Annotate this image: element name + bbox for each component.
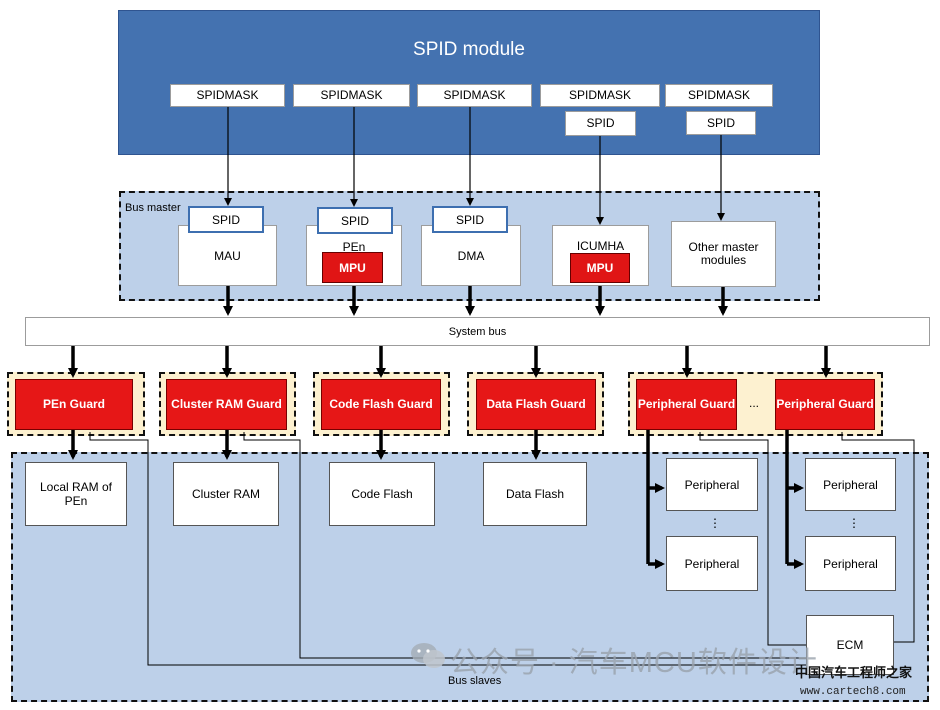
- slave-peripheral-1b: Peripheral: [666, 536, 758, 591]
- spidmask-3: SPIDMASK: [417, 84, 532, 107]
- master-other-label: Other master modules: [688, 240, 759, 267]
- bus-slaves-caption: Bus slaves: [448, 675, 502, 687]
- spidmask-2: SPIDMASK: [293, 84, 410, 107]
- guard-pen: PEn Guard: [15, 379, 133, 430]
- mpu-icumha: MPU: [570, 253, 630, 283]
- mpu-pen: MPU: [322, 252, 383, 283]
- peripheral-vdots-1: ⋮: [709, 516, 721, 530]
- spidmask-5: SPIDMASK: [665, 84, 773, 107]
- system-bus: System bus: [25, 317, 930, 346]
- guard-peripheral-1: Peripheral Guard: [636, 379, 737, 430]
- guard-peripheral-2: Peripheral Guard: [775, 379, 875, 430]
- spid-value-5: SPID: [686, 111, 756, 135]
- slave-peripheral-2b: Peripheral: [805, 536, 896, 591]
- master-pen-label: PEn: [342, 240, 366, 254]
- spid-module-title: SPID module: [413, 39, 525, 60]
- master-mau-label: MAU: [214, 249, 241, 263]
- guard-ellipsis: ...: [749, 396, 760, 410]
- master-dma-label: DMA: [457, 249, 485, 263]
- peripheral-vdots-2: ⋮: [848, 516, 860, 530]
- slave-code-flash: Code Flash: [329, 462, 435, 526]
- wechat-logo-icon: [410, 641, 446, 671]
- slave-peripheral-2a: Peripheral: [805, 458, 896, 511]
- spidmask-4: SPIDMASK: [540, 84, 660, 107]
- spid-value-4: SPID: [565, 111, 636, 136]
- slave-cluster-ram: Cluster RAM: [173, 462, 279, 526]
- bus-slaves-region: [11, 452, 929, 702]
- guard-cluster-ram: Cluster RAM Guard: [166, 379, 287, 430]
- spid-tag-dma: SPID: [432, 206, 508, 233]
- spid-module: SPID module: [118, 10, 820, 155]
- slave-local-ram: Local RAM of PEn: [25, 462, 127, 526]
- guard-data-flash: Data Flash Guard: [476, 379, 596, 430]
- slave-data-flash: Data Flash: [483, 462, 587, 526]
- master-dma: DMA: [421, 225, 521, 286]
- master-other: Other master modules: [671, 221, 776, 287]
- watermark-text: 公众号 · 汽车MCU软件设计: [450, 647, 818, 679]
- slave-peripheral-1a: Peripheral: [666, 458, 758, 511]
- spid-tag-mau: SPID: [188, 206, 264, 233]
- bus-master-caption: Bus master: [125, 202, 181, 214]
- spidmask-1: SPIDMASK: [170, 84, 285, 107]
- watermark-site-url: www.cartech8.com: [800, 686, 906, 698]
- master-icumha-label: ICUMHA: [576, 239, 625, 253]
- guard-code-flash: Code Flash Guard: [321, 379, 441, 430]
- watermark-site-cn: 中国汽车工程师之家: [795, 665, 913, 680]
- slave-ecm: ECM: [806, 615, 894, 675]
- spid-tag-pen: SPID: [317, 207, 393, 234]
